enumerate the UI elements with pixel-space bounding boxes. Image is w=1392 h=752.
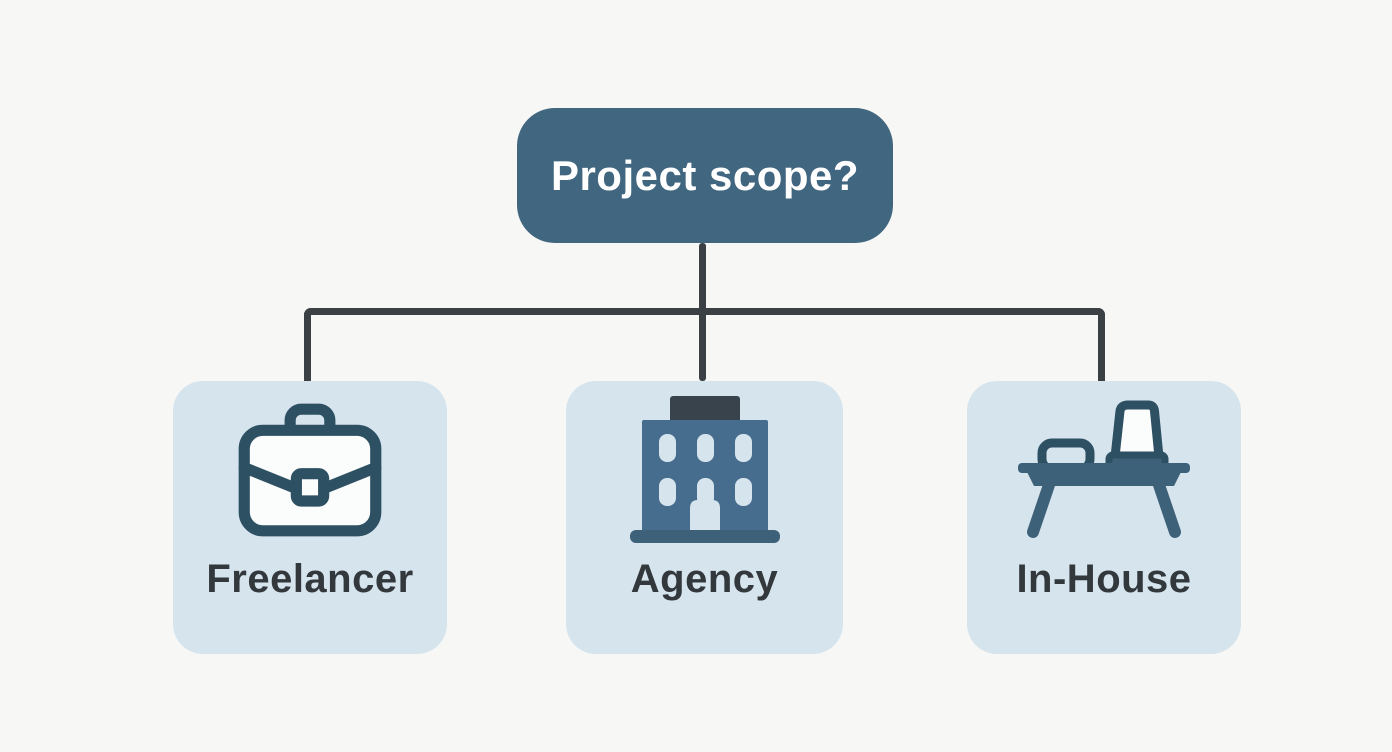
option-card-inhouse: In-House [967,381,1241,654]
option-card-agency: Agency [566,381,843,654]
briefcase-icon [235,381,385,559]
decision-node: Project scope? [517,108,893,243]
building-icon [629,381,781,559]
option-card-freelancer: Freelancer [173,381,447,654]
connector-bracket [304,308,1105,381]
decision-label: Project scope? [550,151,860,199]
option-label-inhouse: In-House [1016,557,1192,601]
option-label-agency: Agency [630,557,779,601]
option-label-freelancer: Freelancer [206,557,414,601]
desk-icon [1016,381,1192,559]
